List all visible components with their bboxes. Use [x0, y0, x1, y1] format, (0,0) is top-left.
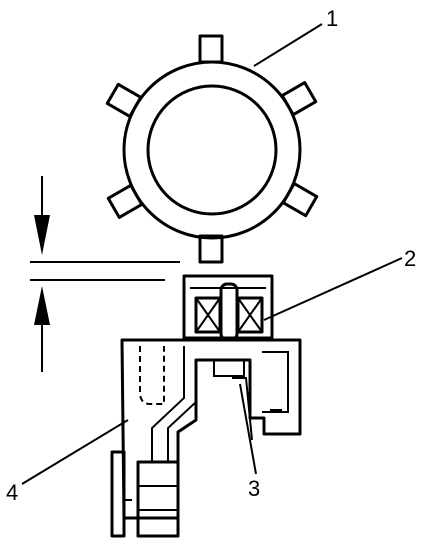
callout-2: 2	[404, 246, 416, 271]
callout-4: 4	[6, 480, 18, 505]
magnet-post	[219, 282, 239, 342]
sensor-body	[110, 274, 302, 538]
ring-tooth	[106, 183, 144, 219]
ring-tooth	[198, 34, 224, 64]
callout-1: 1	[326, 6, 338, 31]
leader-line-2	[263, 257, 403, 321]
ring-tooth	[280, 81, 318, 117]
leader-line-4	[21, 419, 129, 485]
leader-line-1	[253, 23, 323, 67]
arrow-down-icon	[34, 215, 50, 255]
ring-outer	[122, 60, 302, 240]
ring-inner	[146, 84, 278, 216]
reluctor-ring	[105, 34, 319, 264]
callout-3: 3	[248, 476, 260, 501]
ring-tooth	[198, 234, 224, 264]
ring-tooth	[105, 82, 143, 118]
connector	[136, 460, 180, 538]
arrow-up-icon	[34, 286, 50, 325]
ring-tooth	[281, 182, 319, 218]
leader-line-3	[239, 383, 257, 475]
air-gap-dimension	[30, 176, 180, 372]
